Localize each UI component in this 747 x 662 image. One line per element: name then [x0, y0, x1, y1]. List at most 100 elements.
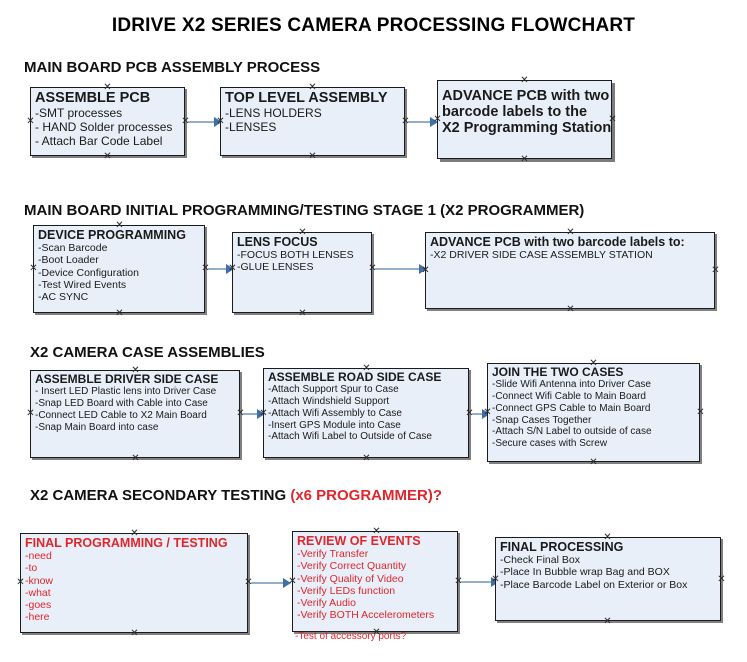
- box-review-of-events[interactable]: REVIEW OF EVENTS -Verify Transfer -Verif…: [292, 531, 458, 632]
- box-title: ASSEMBLE ROAD SIDE CASE: [268, 370, 442, 384]
- box-title: TOP LEVEL ASSEMBLY: [225, 90, 388, 106]
- section-heading-2: MAIN BOARD INITIAL PROGRAMMING/TESTING S…: [24, 202, 585, 219]
- list-item: -AC SYNC: [38, 291, 89, 304]
- box-title-line2: barcode labels to the: [442, 104, 588, 121]
- box-title-line3: X2 Programming Station: [442, 120, 612, 137]
- list-item: -Scan Barcode: [38, 242, 108, 254]
- list-item: -Attach Wifi Label to Outside of Case: [268, 431, 432, 443]
- list-item: -know: [25, 574, 54, 587]
- box-item-list: -Check Final Box -Place In Bubble wrap B…: [500, 554, 717, 591]
- box-title: FINAL PROCESSING: [500, 540, 624, 554]
- box-assemble-driver-side-case[interactable]: ASSEMBLE DRIVER SIDE CASE - Insert LED P…: [30, 370, 240, 458]
- list-item: -Slide Wifi Antenna into Driver Case: [492, 379, 651, 391]
- arrowhead-3: [226, 264, 234, 274]
- list-item: -Attach Wifi Assembly to Case: [268, 407, 402, 419]
- list-item: -Connect Wifi Cable to Main Board: [492, 391, 646, 403]
- box-title: REVIEW OF EVENTS: [297, 534, 421, 548]
- box-item-list: -FOCUS BOTH LENSES -GLUE LENSES: [237, 249, 368, 274]
- list-item: -Attach Windshield Support: [268, 396, 390, 408]
- connector-5: [243, 413, 259, 415]
- list-item: -Connect LED Cable to X2 Main Board: [35, 409, 207, 421]
- connector-6: [472, 413, 484, 415]
- box-item-list: -Scan Barcode -Boot Loader -Device Confi…: [38, 242, 201, 303]
- list-item: -Check Final Box: [500, 554, 580, 566]
- connector-8: [461, 581, 493, 583]
- section-heading-4-text: X2 CAMERA SECONDARY TESTING: [30, 487, 287, 504]
- section-heading-4: X2 CAMERA SECONDARY TESTING (x6 PROGRAMM…: [30, 487, 442, 504]
- box-lens-focus[interactable]: LENS FOCUS -FOCUS BOTH LENSES -GLUE LENS…: [232, 232, 372, 313]
- box-advance-pcb-1[interactable]: ADVANCE PCB with two barcode labels to t…: [437, 80, 612, 159]
- section-heading-3: X2 CAMERA CASE ASSEMBLIES: [30, 344, 265, 361]
- box-final-processing[interactable]: FINAL PROCESSING -Check Final Box -Place…: [495, 537, 721, 621]
- connector-4: [375, 268, 421, 270]
- arrowhead-4: [419, 264, 427, 274]
- list-item: -Attach S/N Label to outside of case: [492, 426, 652, 438]
- list-item: -to: [25, 562, 38, 575]
- connector-3: [208, 268, 228, 270]
- list-item: -Test Wired Events: [38, 278, 127, 291]
- arrowhead-7: [283, 578, 291, 588]
- list-item: -Verify Correct Quantity: [297, 560, 407, 573]
- arrowhead-2: [430, 117, 438, 127]
- list-item: -Snap Cases Together: [492, 414, 592, 426]
- arrowhead-1: [214, 117, 222, 127]
- box-item-list: -LENS HOLDERS -LENSES: [225, 106, 401, 134]
- box-item-list: -Verify Transfer -Verify Correct Quantit…: [297, 548, 454, 622]
- box-assemble-pcb[interactable]: ASSEMBLE PCB -SMT processes - HAND Solde…: [30, 87, 185, 156]
- list-item: - Attach Bar Code Label: [35, 134, 163, 149]
- list-item: -Place Barcode Label on Exterior or Box: [500, 578, 688, 591]
- list-item: -Verify BOTH Accelerometers: [297, 609, 435, 622]
- box-final-programming-testing[interactable]: FINAL PROGRAMMING / TESTING -need -to -k…: [20, 533, 248, 633]
- list-item: -Boot Loader: [38, 254, 99, 267]
- overflow-list-item: -Test of accessory ports?: [295, 631, 407, 642]
- box-title: ADVANCE PCB with two: [442, 88, 610, 104]
- box-item-list: -X2 DRIVER SIDE CASE ASSEMBLY STATION: [430, 249, 711, 261]
- box-device-programming[interactable]: DEVICE PROGRAMMING -Scan Barcode -Boot L…: [33, 225, 205, 313]
- list-item: -X2 DRIVER SIDE CASE ASSEMBLY STATION: [430, 249, 653, 261]
- list-item: -Snap LED Board with Cable into Case: [35, 398, 208, 410]
- list-item: -goes: [25, 599, 52, 612]
- list-item: -FOCUS BOTH LENSES: [237, 249, 354, 261]
- page-title: IDRIVE X2 SERIES CAMERA PROCESSING FLOWC…: [111, 15, 636, 36]
- box-item-list: - Insert LED Plastic lens into Driver Ca…: [35, 386, 236, 433]
- box-top-level-assembly[interactable]: TOP LEVEL ASSEMBLY -LENS HOLDERS -LENSES: [220, 87, 405, 156]
- list-item: -Verify Audio: [297, 597, 356, 610]
- arrowhead-5: [257, 409, 265, 419]
- box-title: ASSEMBLE DRIVER SIDE CASE: [35, 372, 219, 386]
- list-item: -need: [25, 550, 52, 562]
- list-item: -Snap Main Board into case: [35, 421, 159, 433]
- box-title: ADVANCE PCB with two barcode labels to:: [430, 235, 685, 249]
- box-join-the-two-cases[interactable]: JOIN THE TWO CASES -Slide Wifi Antenna i…: [487, 363, 700, 462]
- list-item: -Attach Support Spur to Case: [268, 384, 399, 396]
- box-item-list: -SMT processes - HAND Solder processes -…: [35, 106, 181, 148]
- box-title: ASSEMBLE PCB: [35, 90, 151, 106]
- box-title: LENS FOCUS: [237, 235, 318, 249]
- list-item: -SMT processes: [35, 106, 123, 121]
- list-item: -Device Configuration: [38, 266, 139, 279]
- box-assemble-road-side-case[interactable]: ASSEMBLE ROAD SIDE CASE -Attach Support …: [263, 368, 469, 458]
- connector-1: [188, 121, 216, 123]
- box-title: FINAL PROGRAMMING / TESTING: [25, 536, 228, 550]
- box-item-list: -need -to -know -what -goes -here: [25, 550, 244, 624]
- list-item: -LENSES: [225, 120, 277, 135]
- box-title: JOIN THE TWO CASES: [492, 365, 624, 379]
- list-item: -Verify Transfer: [297, 548, 369, 560]
- list-item: -Insert GPS Module into Case: [268, 419, 401, 431]
- list-item: - HAND Solder processes: [35, 120, 173, 135]
- list-item: -Verify Quality of Video: [297, 572, 404, 585]
- list-item: -here: [25, 611, 50, 624]
- section-heading-4-accent: (x6 PROGRAMMER)?: [290, 487, 442, 504]
- box-item-list: -Slide Wifi Antenna into Driver Case -Co…: [492, 379, 696, 449]
- connector-2: [408, 121, 432, 123]
- list-item: -LENS HOLDERS: [225, 106, 322, 121]
- box-title: DEVICE PROGRAMMING: [38, 228, 186, 242]
- list-item: -Secure cases with Screw: [492, 437, 608, 449]
- list-item: - Insert LED Plastic lens into Driver Ca…: [35, 386, 217, 398]
- list-item: -Place In Bubble wrap Bag and BOX: [500, 566, 670, 579]
- box-advance-pcb-2[interactable]: ADVANCE PCB with two barcode labels to: …: [425, 232, 715, 309]
- section-heading-1: MAIN BOARD PCB ASSEMBLY PROCESS: [24, 59, 321, 76]
- list-item: -what: [25, 586, 51, 599]
- list-item: -GLUE LENSES: [237, 261, 314, 274]
- list-item: -Connect GPS Cable to Main Board: [492, 402, 651, 414]
